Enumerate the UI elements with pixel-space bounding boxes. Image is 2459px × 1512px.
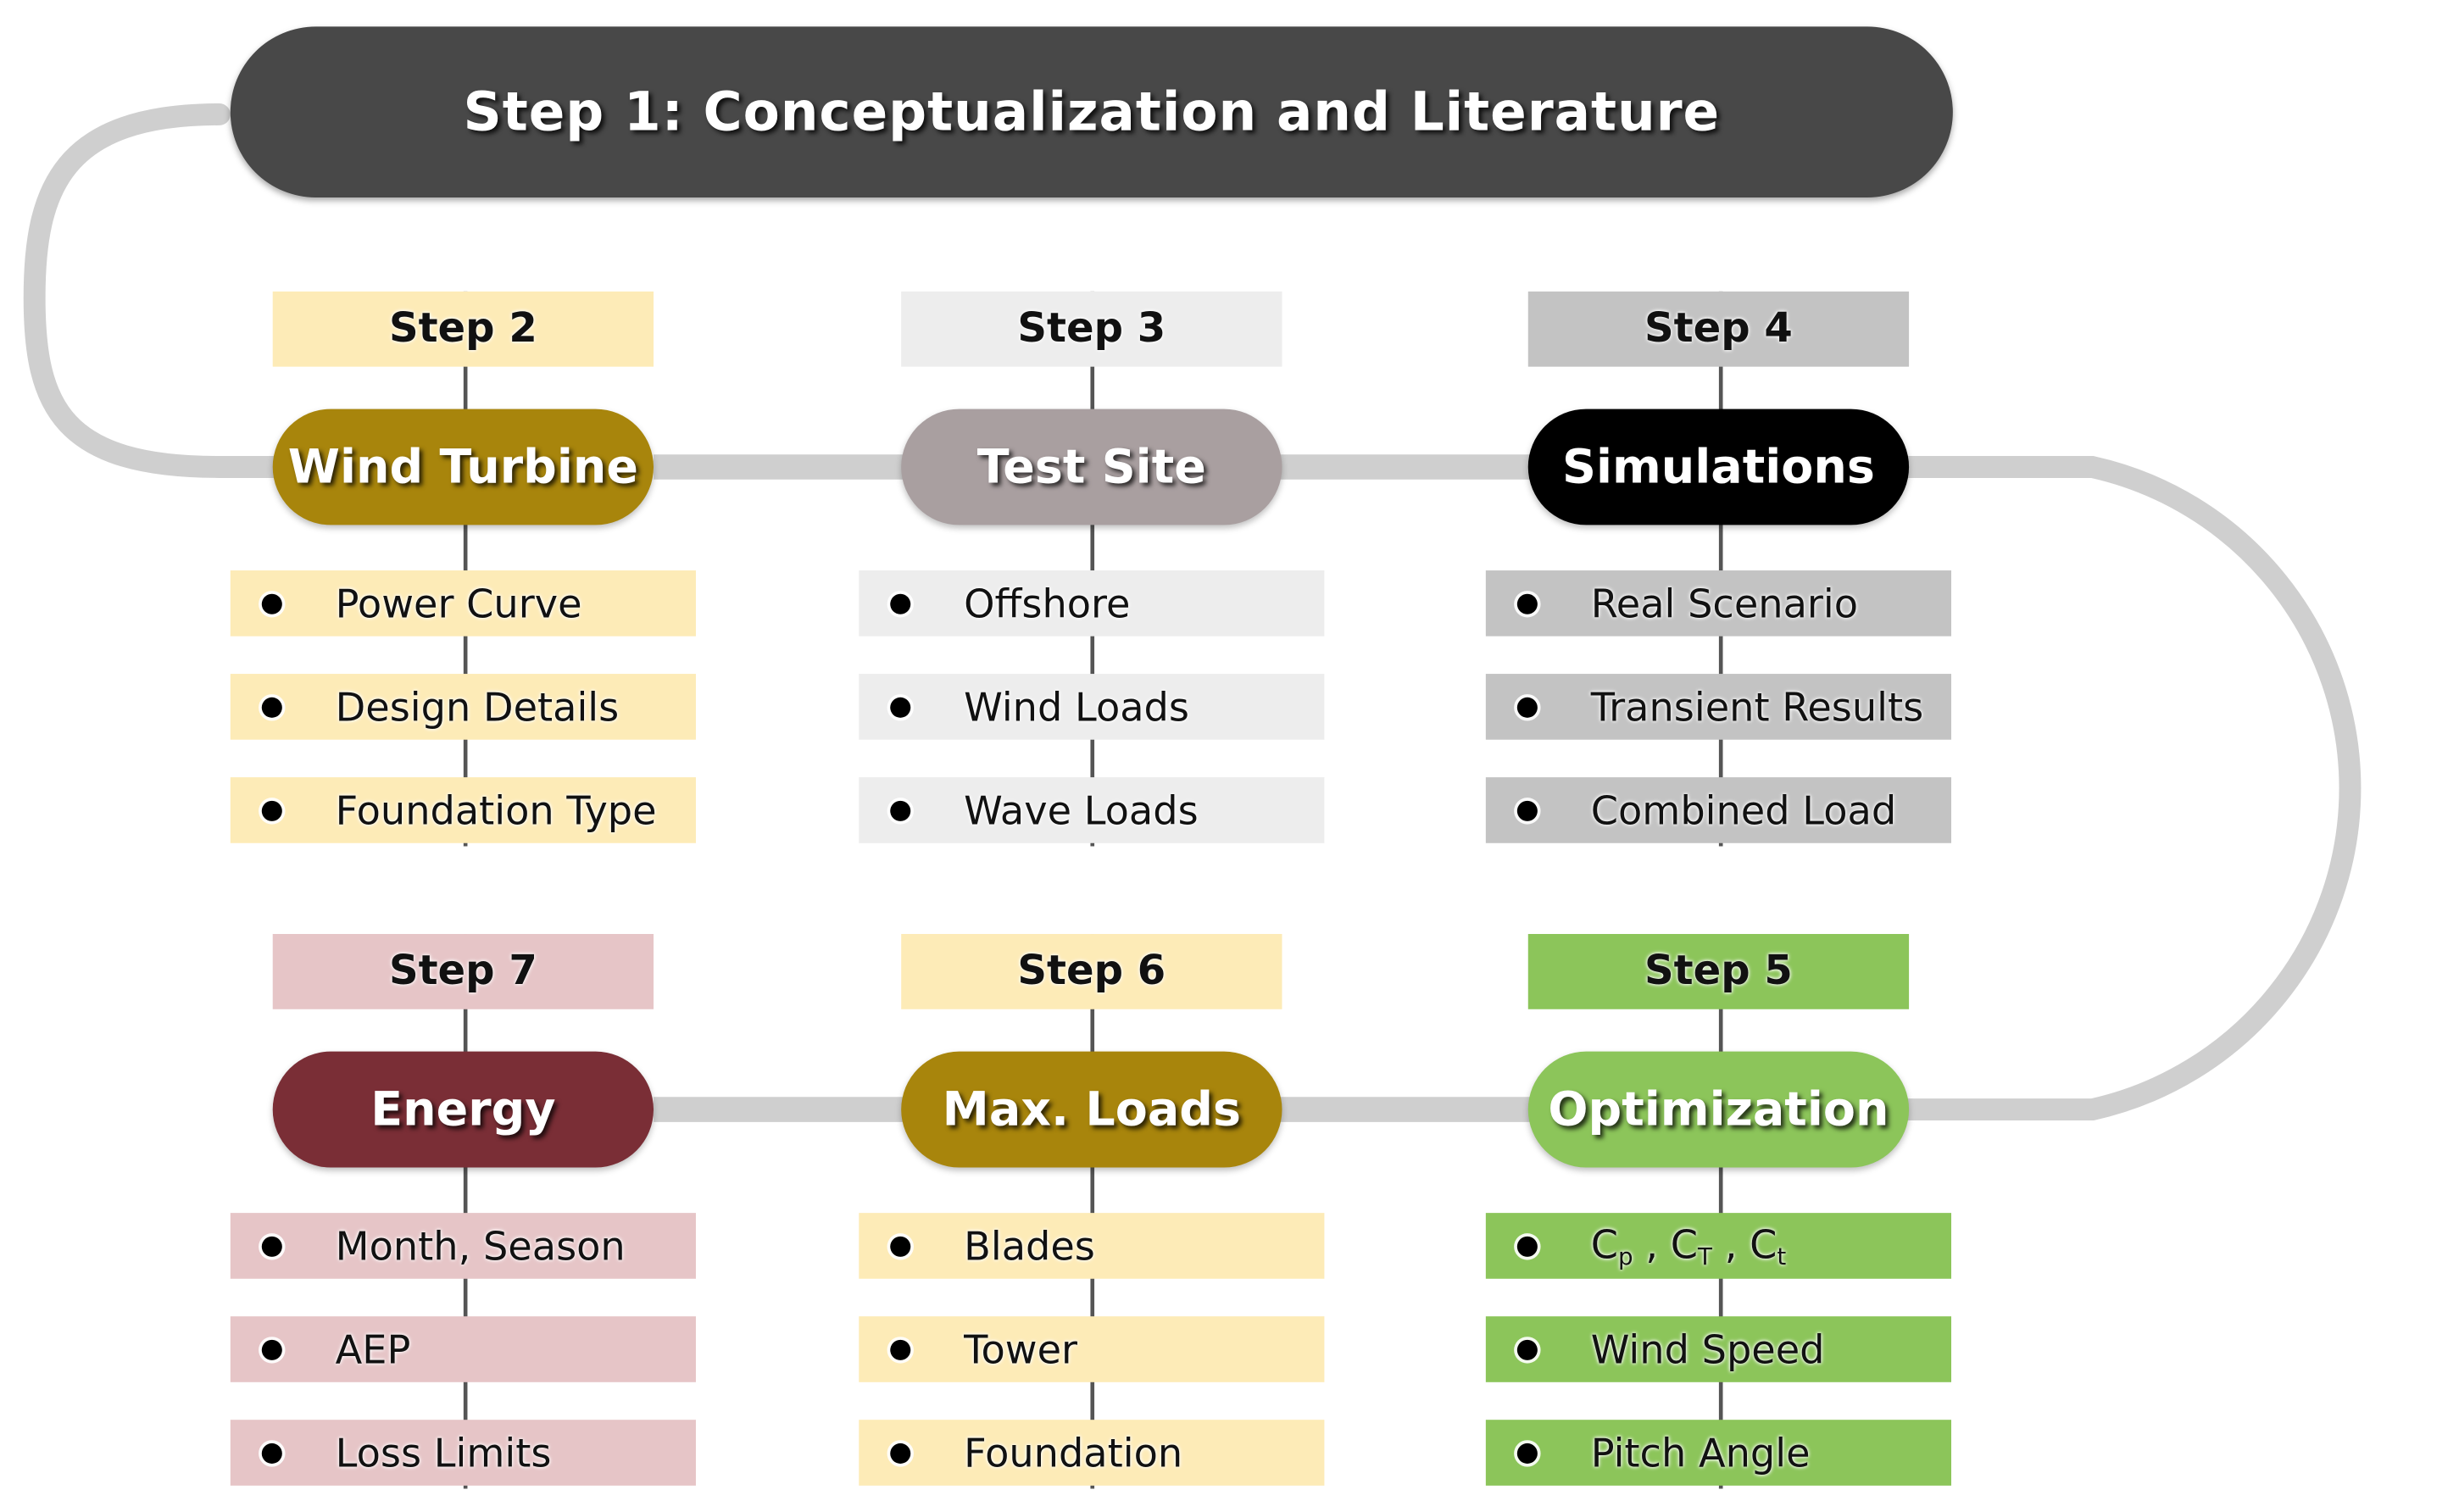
bullet-dot-icon	[261, 1443, 282, 1464]
step6-item-text: Tower	[964, 1326, 1078, 1372]
step7-pill-text: Energy	[370, 1081, 556, 1137]
step4-label: Step 4	[1527, 291, 1910, 367]
step5-label-text: Step 5	[1644, 948, 1793, 996]
bullet-dot-icon	[1516, 799, 1538, 820]
step6-label: Step 6	[901, 934, 1282, 1009]
step5-item-text: Wind Speed	[1590, 1326, 1825, 1372]
step5-item: Wind Speed	[1485, 1316, 1952, 1382]
connector-title-to-step2	[23, 103, 291, 478]
bullet-dot-icon	[1516, 1338, 1538, 1360]
step3-pill-test-site: Test Site	[901, 409, 1282, 525]
step5-pill-text: Optimization	[1548, 1081, 1889, 1137]
step4-item: Real Scenario	[1485, 570, 1952, 636]
step6-item-text: Blades	[964, 1223, 1095, 1269]
bullet-dot-icon	[261, 1338, 282, 1360]
step5-item-text: Pitch Angle	[1590, 1430, 1811, 1476]
step3-item: Wind Loads	[859, 674, 1325, 740]
bullet-dot-icon	[890, 799, 911, 820]
step4-item: Combined Load	[1485, 777, 1952, 843]
step7-label-text: Step 7	[388, 948, 537, 996]
step3-label-text: Step 3	[1017, 305, 1166, 353]
step7-label: Step 7	[272, 934, 654, 1009]
step4-pill-text: Simulations	[1561, 439, 1875, 495]
bullet-dot-icon	[890, 1235, 911, 1256]
bullet-dot-icon	[890, 1443, 911, 1464]
step5-item: Pitch Angle	[1485, 1420, 1952, 1486]
step6-item-text: Foundation	[964, 1430, 1183, 1476]
bullet-dot-icon	[1516, 1235, 1538, 1256]
connector-step4-to-step5	[1907, 456, 2362, 1121]
step3-item-text: Wave Loads	[964, 787, 1199, 833]
step7-item-text: AEP	[335, 1326, 411, 1372]
step4-item: Transient Results	[1485, 674, 1952, 740]
vertical-stems	[463, 291, 1723, 1489]
bullet-dot-icon	[261, 799, 282, 820]
step2-pill-wind-turbine: Wind Turbine	[272, 409, 654, 525]
step4-item-text: Transient Results	[1590, 684, 1924, 730]
step6-label-text: Step 6	[1017, 948, 1166, 996]
step6-item: Tower	[859, 1316, 1325, 1382]
step3-pill-text: Test Site	[976, 439, 1206, 495]
step3-label: Step 3	[901, 291, 1282, 367]
step6-item: Foundation	[859, 1420, 1325, 1486]
step3-item: Wave Loads	[859, 777, 1325, 843]
step2-label-text: Step 2	[388, 305, 537, 353]
bullet-dot-icon	[261, 1235, 282, 1256]
step4-pill-simulations: Simulations	[1527, 409, 1910, 525]
title-bar: Step 1: Conceptualization and Literature	[230, 26, 1953, 197]
step6-item: Blades	[859, 1213, 1325, 1279]
step4-item-text: Combined Load	[1590, 787, 1897, 833]
step2-item-text: Foundation Type	[335, 787, 657, 833]
step7-item: AEP	[230, 1316, 696, 1382]
bullet-dot-icon	[261, 696, 282, 717]
step7-pill-energy: Energy	[272, 1051, 654, 1168]
step2-item: Design Details	[230, 674, 696, 740]
diagram-title: Step 1: Conceptualization and Literature	[463, 81, 1721, 144]
step3-item-text: Offshore	[964, 581, 1131, 626]
bullet-dot-icon	[261, 592, 282, 614]
step4-label-text: Step 4	[1644, 305, 1793, 353]
step5-item-coefficients: Cp , CT , Ct	[1590, 1221, 1787, 1270]
step7-item-text: Loss Limits	[335, 1430, 552, 1476]
bullet-dot-icon	[890, 592, 911, 614]
step2-label: Step 2	[272, 291, 654, 367]
step5-item: Cp , CT , Ct	[1485, 1213, 1952, 1279]
step2-pill-text: Wind Turbine	[287, 439, 638, 495]
bullet-dot-icon	[1516, 592, 1538, 614]
step2-item-text: Power Curve	[335, 581, 582, 626]
step7-item: Month, Season	[230, 1213, 696, 1279]
step6-pill-text: Max. Loads	[942, 1081, 1242, 1137]
step3-item-text: Wind Loads	[964, 684, 1189, 730]
step2-item-text: Design Details	[335, 684, 620, 730]
step3-item: Offshore	[859, 570, 1325, 636]
bullet-dot-icon	[1516, 1443, 1538, 1464]
bullet-dot-icon	[1516, 696, 1538, 717]
step7-item-text: Month, Season	[335, 1223, 626, 1269]
step5-label: Step 5	[1527, 934, 1910, 1009]
step2-item: Power Curve	[230, 570, 696, 636]
step6-pill-max-loads: Max. Loads	[901, 1051, 1282, 1168]
step5-pill-optimization: Optimization	[1527, 1051, 1910, 1168]
step2-item: Foundation Type	[230, 777, 696, 843]
step7-item: Loss Limits	[230, 1420, 696, 1486]
bullet-dot-icon	[890, 696, 911, 717]
step4-item-text: Real Scenario	[1590, 581, 1859, 626]
bullet-dot-icon	[890, 1338, 911, 1360]
